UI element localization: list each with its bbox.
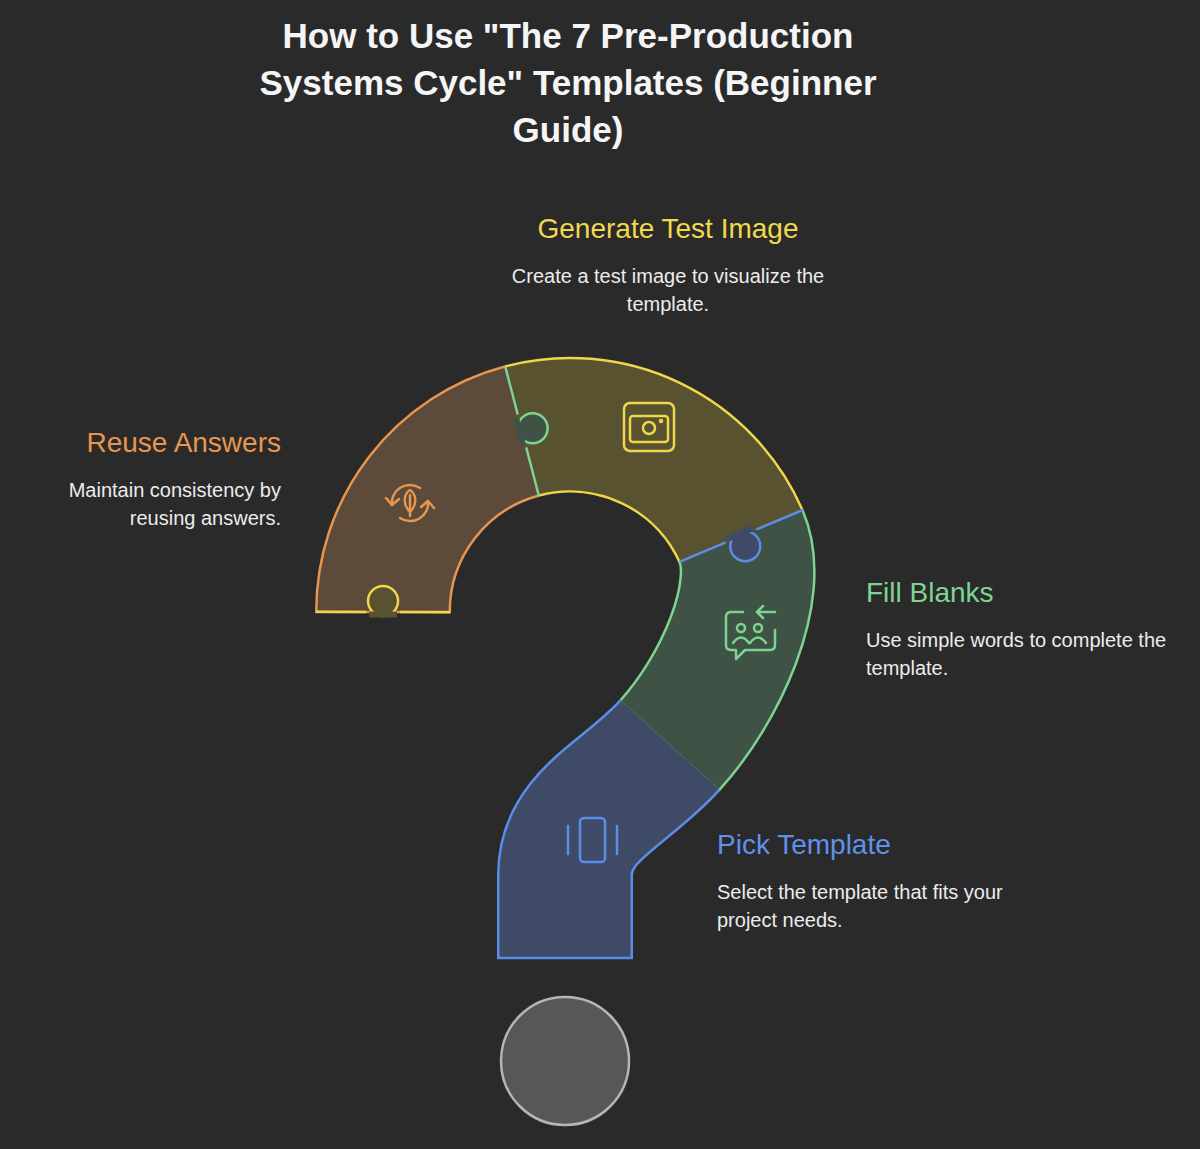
step-heading: Generate Test Image — [478, 212, 858, 246]
cycle-icon — [386, 485, 434, 521]
icons — [386, 403, 775, 862]
segment-joint — [505, 366, 539, 496]
step-heading: Pick Template — [717, 828, 1027, 862]
segment-joint — [679, 510, 803, 562]
step-description: Use simple words to complete the templat… — [866, 626, 1188, 682]
segments — [315, 366, 803, 958]
camera-icon — [624, 403, 674, 451]
tab-patch — [726, 526, 754, 542]
tab-patch — [369, 611, 397, 617]
step-description: Select the template that fits your proje… — [717, 878, 1027, 934]
tab-patch — [513, 417, 526, 446]
segment-end — [497, 957, 633, 960]
segment-outline — [383, 431, 522, 612]
title: How to Use "The 7 Pre-Production Systems… — [238, 12, 898, 153]
step-heading: Fill Blanks — [866, 576, 1188, 610]
step-label: Pick TemplateSelect the template that fi… — [717, 828, 1027, 934]
step-label: Fill BlanksUse simple words to complete … — [866, 576, 1188, 682]
segment-fill — [565, 745, 670, 958]
phone-icon — [568, 818, 617, 862]
step-heading: Reuse Answers — [16, 426, 281, 460]
step-label: Generate Test ImageCreate a test image t… — [478, 212, 858, 318]
question-dot — [501, 997, 629, 1125]
segment-fill — [383, 431, 522, 612]
step-description: Maintain consistency by reusing answers. — [16, 476, 281, 532]
segment-outline — [565, 745, 670, 958]
step-label: Reuse AnswersMaintain consistency by reu… — [16, 426, 281, 532]
chat-icon — [726, 606, 775, 659]
step-description: Create a test image to visualize the tem… — [478, 262, 858, 318]
